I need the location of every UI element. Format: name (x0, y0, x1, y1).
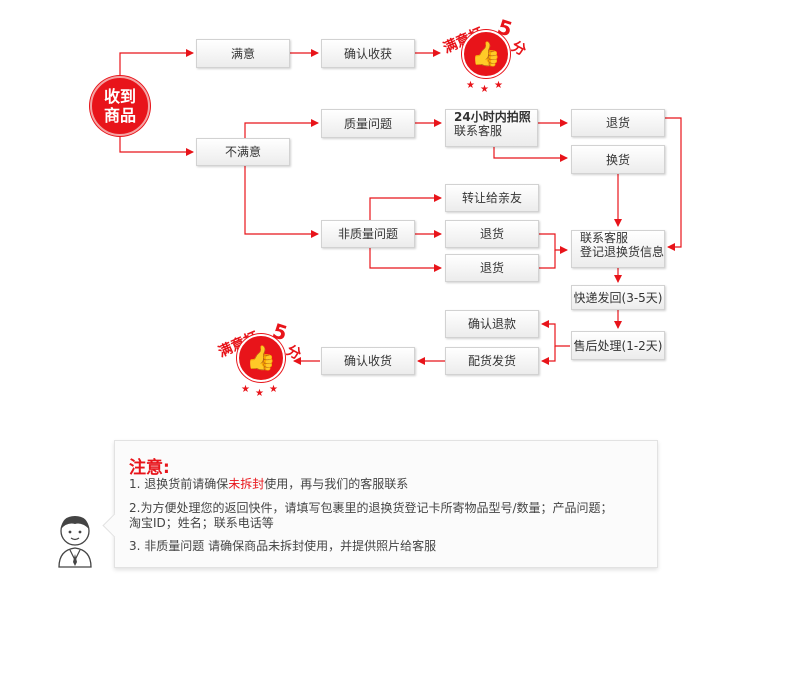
star-icon: ★ (466, 80, 475, 91)
box-satisfied: 满意 (196, 39, 290, 68)
box-express-return: 快递发回(3-5天) (571, 285, 665, 310)
thumbs-up-icon: 👍 (462, 30, 510, 78)
start-label-line2: 商品 (103, 106, 136, 125)
notice-item-1-prefix: 1. 退换货前请确保 (129, 477, 229, 491)
start-label-line1: 收到 (103, 87, 136, 106)
star-icon: ★ (269, 384, 278, 395)
box-exchange: 换货 (571, 145, 665, 174)
photo-24h-line2: 联系客服 (454, 124, 503, 138)
star-icon: ★ (241, 384, 250, 395)
contact-cs-line2: 登记退换货信息 (580, 245, 665, 259)
box-unsatisfied: 不满意 (196, 138, 290, 166)
notice-item-2-line1: 2.为方便处理您的返回快件，请填写包裹里的退换货登记卡所寄物品型号/数量；产品问… (129, 501, 613, 515)
rating-badge-top: 满意打 5 分 👍 ★ ★ ★ (440, 14, 536, 98)
box-ship-goods: 配货发货 (445, 347, 539, 375)
rating-badge-bottom: 满意打 5 分 👍 ★ ★ ★ (215, 318, 311, 402)
notice-item-1-suffix: 使用，再与我们的客服联系 (264, 477, 409, 491)
star-icon: ★ (255, 388, 264, 399)
box-return-top: 退货 (571, 109, 665, 137)
box-return-mid: 退货 (445, 220, 539, 248)
start-node-receive-goods: 收到 商品 (90, 76, 150, 136)
customer-service-avatar-icon (58, 516, 92, 568)
notice-item-3: 3. 非质量问题 请确保商品未拆封使用，并提供照片给客服 (129, 539, 437, 553)
box-quality-issue: 质量问题 (321, 109, 415, 138)
photo-24h-line1: 24小时内拍照 (454, 110, 531, 124)
badge-unit: 分 (508, 38, 529, 60)
box-contact-cs: 联系客服 登记退换货信息 (571, 230, 665, 268)
box-non-quality-issue: 非质量问题 (321, 220, 415, 248)
notice-item-2-line2: 淘宝ID；姓名；联系电话等 (129, 516, 274, 530)
box-after-sale: 售后处理(1-2天) (571, 331, 665, 360)
badge-unit: 分 (283, 342, 304, 364)
thumbs-up-icon: 👍 (237, 334, 285, 382)
notice-item-1-highlight: 未拆封 (228, 477, 265, 491)
star-icon: ★ (494, 80, 503, 91)
star-icon: ★ (480, 84, 489, 95)
box-transfer-friend: 转让给亲友 (445, 184, 539, 212)
box-confirm-receipt-top: 确认收获 (321, 39, 415, 68)
box-return-bottom: 退货 (445, 254, 539, 282)
notice-item-1: 1. 退换货前请确保未拆封使用，再与我们的客服联系 (129, 477, 649, 492)
box-photo-24h: 24小时内拍照 联系客服 (445, 109, 538, 147)
contact-cs-line1: 联系客服 (580, 231, 629, 245)
notice-panel: 注意: 1. 退换货前请确保未拆封使用，再与我们的客服联系 2.为方便处理您的返… (102, 440, 658, 568)
notice-title: 注意: (129, 458, 170, 478)
box-confirm-refund: 确认退款 (445, 310, 539, 338)
box-confirm-receipt-bottom: 确认收货 (321, 347, 415, 375)
